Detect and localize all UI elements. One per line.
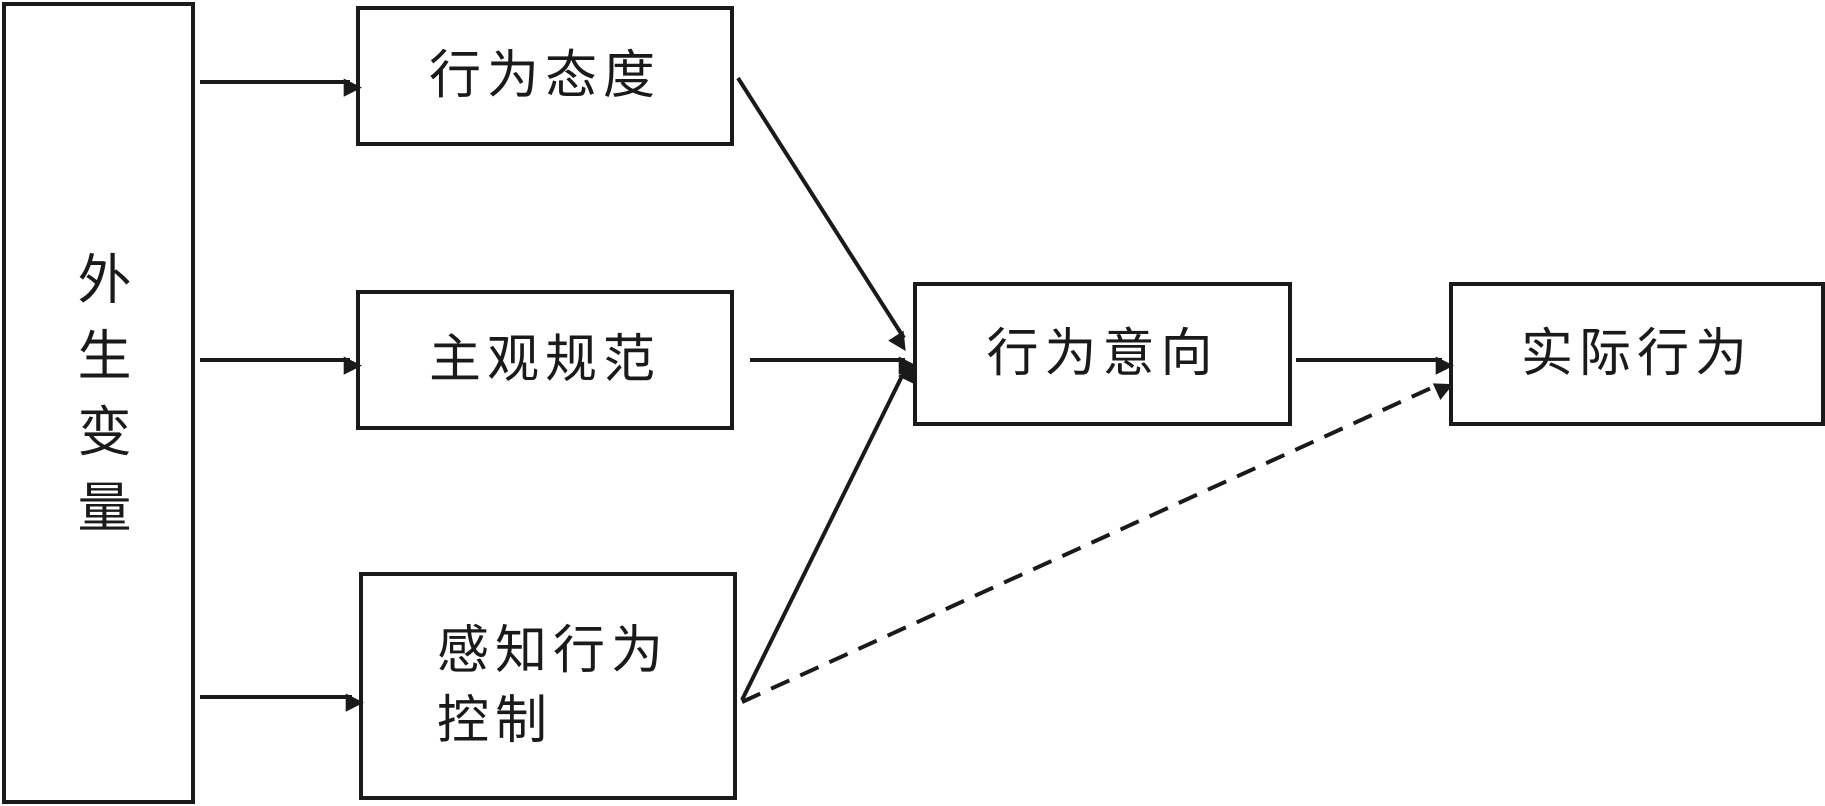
intention-node: 行为意向	[913, 282, 1292, 426]
attitude-label: 行为态度	[428, 45, 661, 106]
arrow-pbc-to-intention	[740, 363, 915, 701]
arrow-pbc-to-actual-behavior-dashed	[741, 382, 1454, 704]
attitude-node: 行为态度	[356, 6, 734, 146]
perceived-behavioral-control-label: 感知行为 控制	[436, 620, 669, 751]
arrow-attitude-to-intention	[736, 76, 906, 352]
external-variables-node: 外生变量	[2, 2, 195, 804]
subjective-norm-node: 主观规范	[356, 290, 734, 430]
external-variables-label: 外生变量	[67, 251, 131, 555]
actual-behavior-node: 实际行为	[1449, 282, 1825, 426]
intention-label: 行为意向	[986, 323, 1219, 384]
perceived-behavioral-control-node: 感知行为 控制	[359, 572, 737, 800]
subjective-norm-label: 主观规范	[428, 329, 661, 390]
actual-behavior-label: 实际行为	[1520, 323, 1753, 384]
